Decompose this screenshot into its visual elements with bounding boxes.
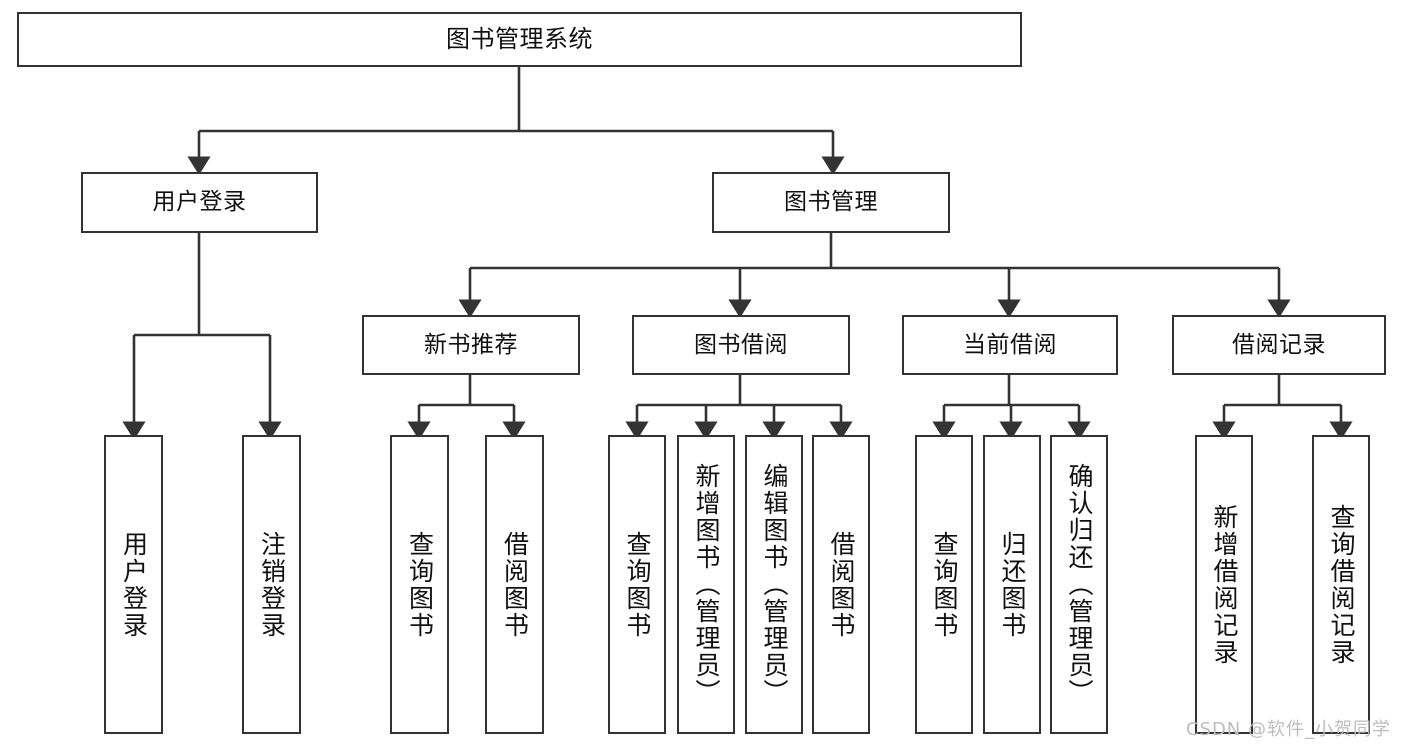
- leaf-query-book-2-label: 查询图书: [623, 530, 652, 639]
- leaf-logout-login[interactable]: 注销登录: [242, 435, 301, 734]
- node-book-manage-label: 图书管理: [784, 189, 878, 216]
- leaf-add-book-label: 新增图书（管理员）: [692, 463, 721, 706]
- node-book-manage[interactable]: 图书管理: [712, 172, 950, 233]
- leaf-confirm-return-label: 确认归还（管理员）: [1065, 463, 1094, 706]
- node-new-book-rec[interactable]: 新书推荐: [362, 315, 580, 375]
- leaf-add-record[interactable]: 新增借阅记录: [1195, 435, 1253, 734]
- leaf-query-book-3-label: 查询图书: [930, 530, 959, 639]
- node-borrow-record[interactable]: 借阅记录: [1172, 315, 1386, 375]
- leaf-confirm-return[interactable]: 确认归还（管理员）: [1050, 435, 1108, 734]
- leaf-user-login[interactable]: 用户登录: [104, 435, 163, 734]
- node-book-borrow-label: 图书借阅: [694, 331, 788, 358]
- leaf-return-book-label: 归还图书: [998, 530, 1027, 639]
- node-user-login-label: 用户登录: [152, 189, 247, 216]
- node-book-borrow[interactable]: 图书借阅: [632, 315, 850, 375]
- leaf-borrow-book-1[interactable]: 借阅图书: [485, 435, 544, 734]
- leaf-add-book[interactable]: 新增图书（管理员）: [677, 435, 735, 734]
- node-current-borrow-label: 当前借阅: [963, 331, 1057, 358]
- leaf-borrow-book-2[interactable]: 借阅图书: [812, 435, 870, 734]
- leaf-return-book[interactable]: 归还图书: [983, 435, 1041, 734]
- leaf-query-book-1[interactable]: 查询图书: [390, 435, 449, 734]
- node-borrow-record-label: 借阅记录: [1232, 331, 1326, 358]
- node-new-book-rec-label: 新书推荐: [424, 331, 518, 358]
- leaf-borrow-book-1-label: 借阅图书: [500, 530, 530, 639]
- leaf-edit-book-label: 编辑图书（管理员）: [760, 463, 789, 706]
- leaf-edit-book[interactable]: 编辑图书（管理员）: [745, 435, 803, 734]
- leaf-query-record[interactable]: 查询借阅记录: [1312, 435, 1370, 734]
- leaf-user-login-label: 用户登录: [119, 530, 149, 639]
- leaf-borrow-book-2-label: 借阅图书: [827, 530, 856, 639]
- leaf-query-book-1-label: 查询图书: [405, 530, 435, 639]
- leaf-add-record-label: 新增借阅记录: [1210, 503, 1239, 666]
- leaf-query-book-3[interactable]: 查询图书: [915, 435, 973, 734]
- leaf-logout-login-label: 注销登录: [257, 530, 287, 639]
- node-root-label: 图书管理系统: [446, 24, 593, 53]
- leaf-query-record-label: 查询借阅记录: [1327, 503, 1356, 666]
- leaf-query-book-2[interactable]: 查询图书: [608, 435, 666, 734]
- watermark: CSDN @软件_小贺同学: [1185, 719, 1391, 740]
- node-root[interactable]: 图书管理系统: [17, 12, 1022, 67]
- node-current-borrow[interactable]: 当前借阅: [902, 315, 1118, 375]
- node-user-login[interactable]: 用户登录: [81, 172, 318, 233]
